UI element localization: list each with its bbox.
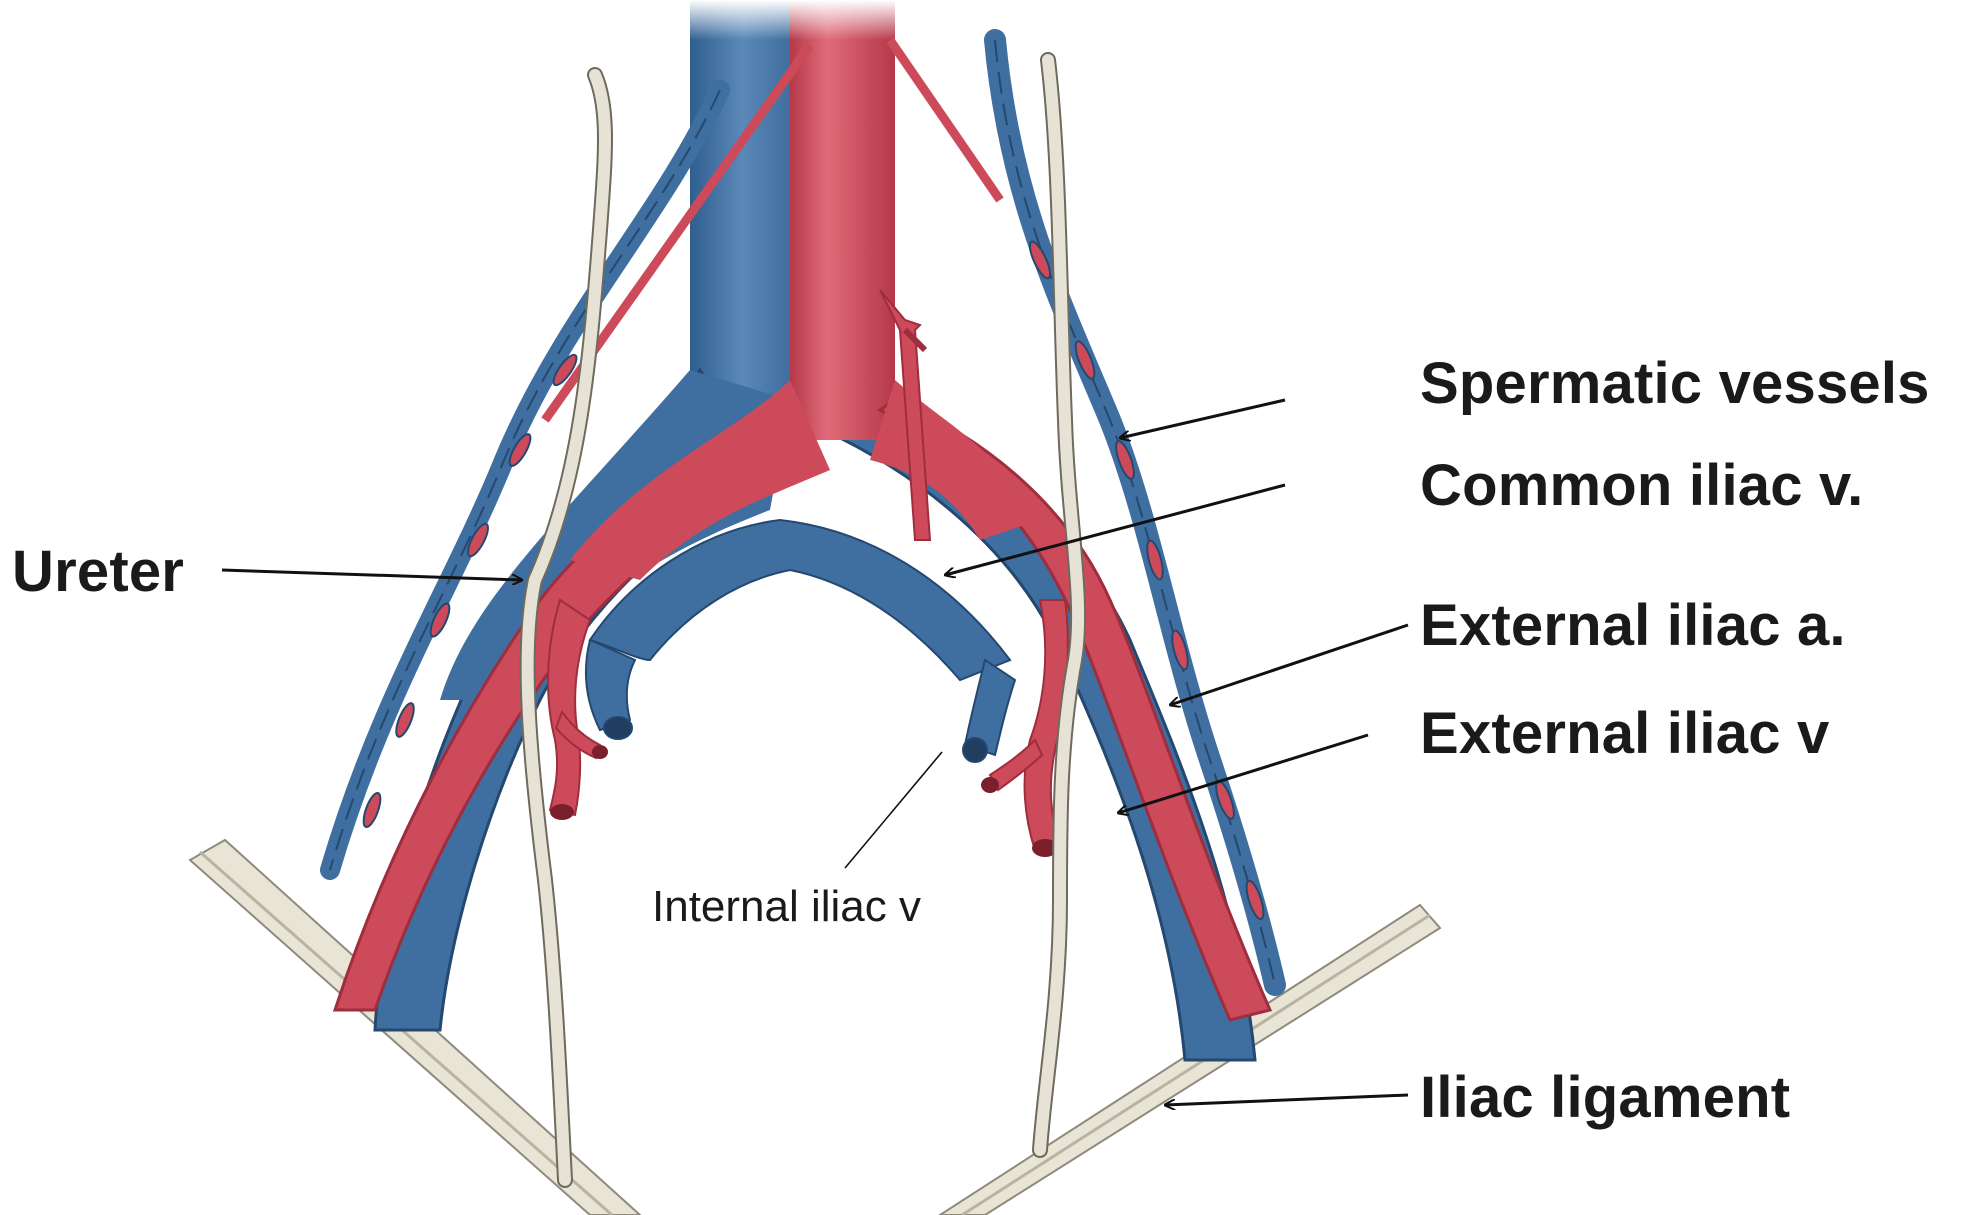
label-common-iliac-v: Common iliac v.: [1420, 452, 1863, 519]
label-ureter: Ureter: [12, 538, 184, 605]
leader-iliac-ligament: [1165, 1095, 1408, 1105]
leader-external-iliac-a: [1170, 625, 1408, 705]
leader-ureter: [222, 570, 522, 580]
leader-internal-iliac-v: [845, 752, 942, 868]
aorta: [790, 0, 895, 440]
label-internal-iliac-v: Internal iliac v: [652, 882, 921, 932]
leader-spermatic-vessels: [1120, 400, 1285, 438]
label-external-iliac-a: External iliac a.: [1420, 592, 1846, 659]
label-external-iliac-v: External iliac v: [1420, 700, 1829, 767]
label-iliac-ligament: Iliac ligament: [1420, 1064, 1790, 1131]
label-spermatic-vessels: Spermatic vessels: [1420, 350, 1930, 417]
